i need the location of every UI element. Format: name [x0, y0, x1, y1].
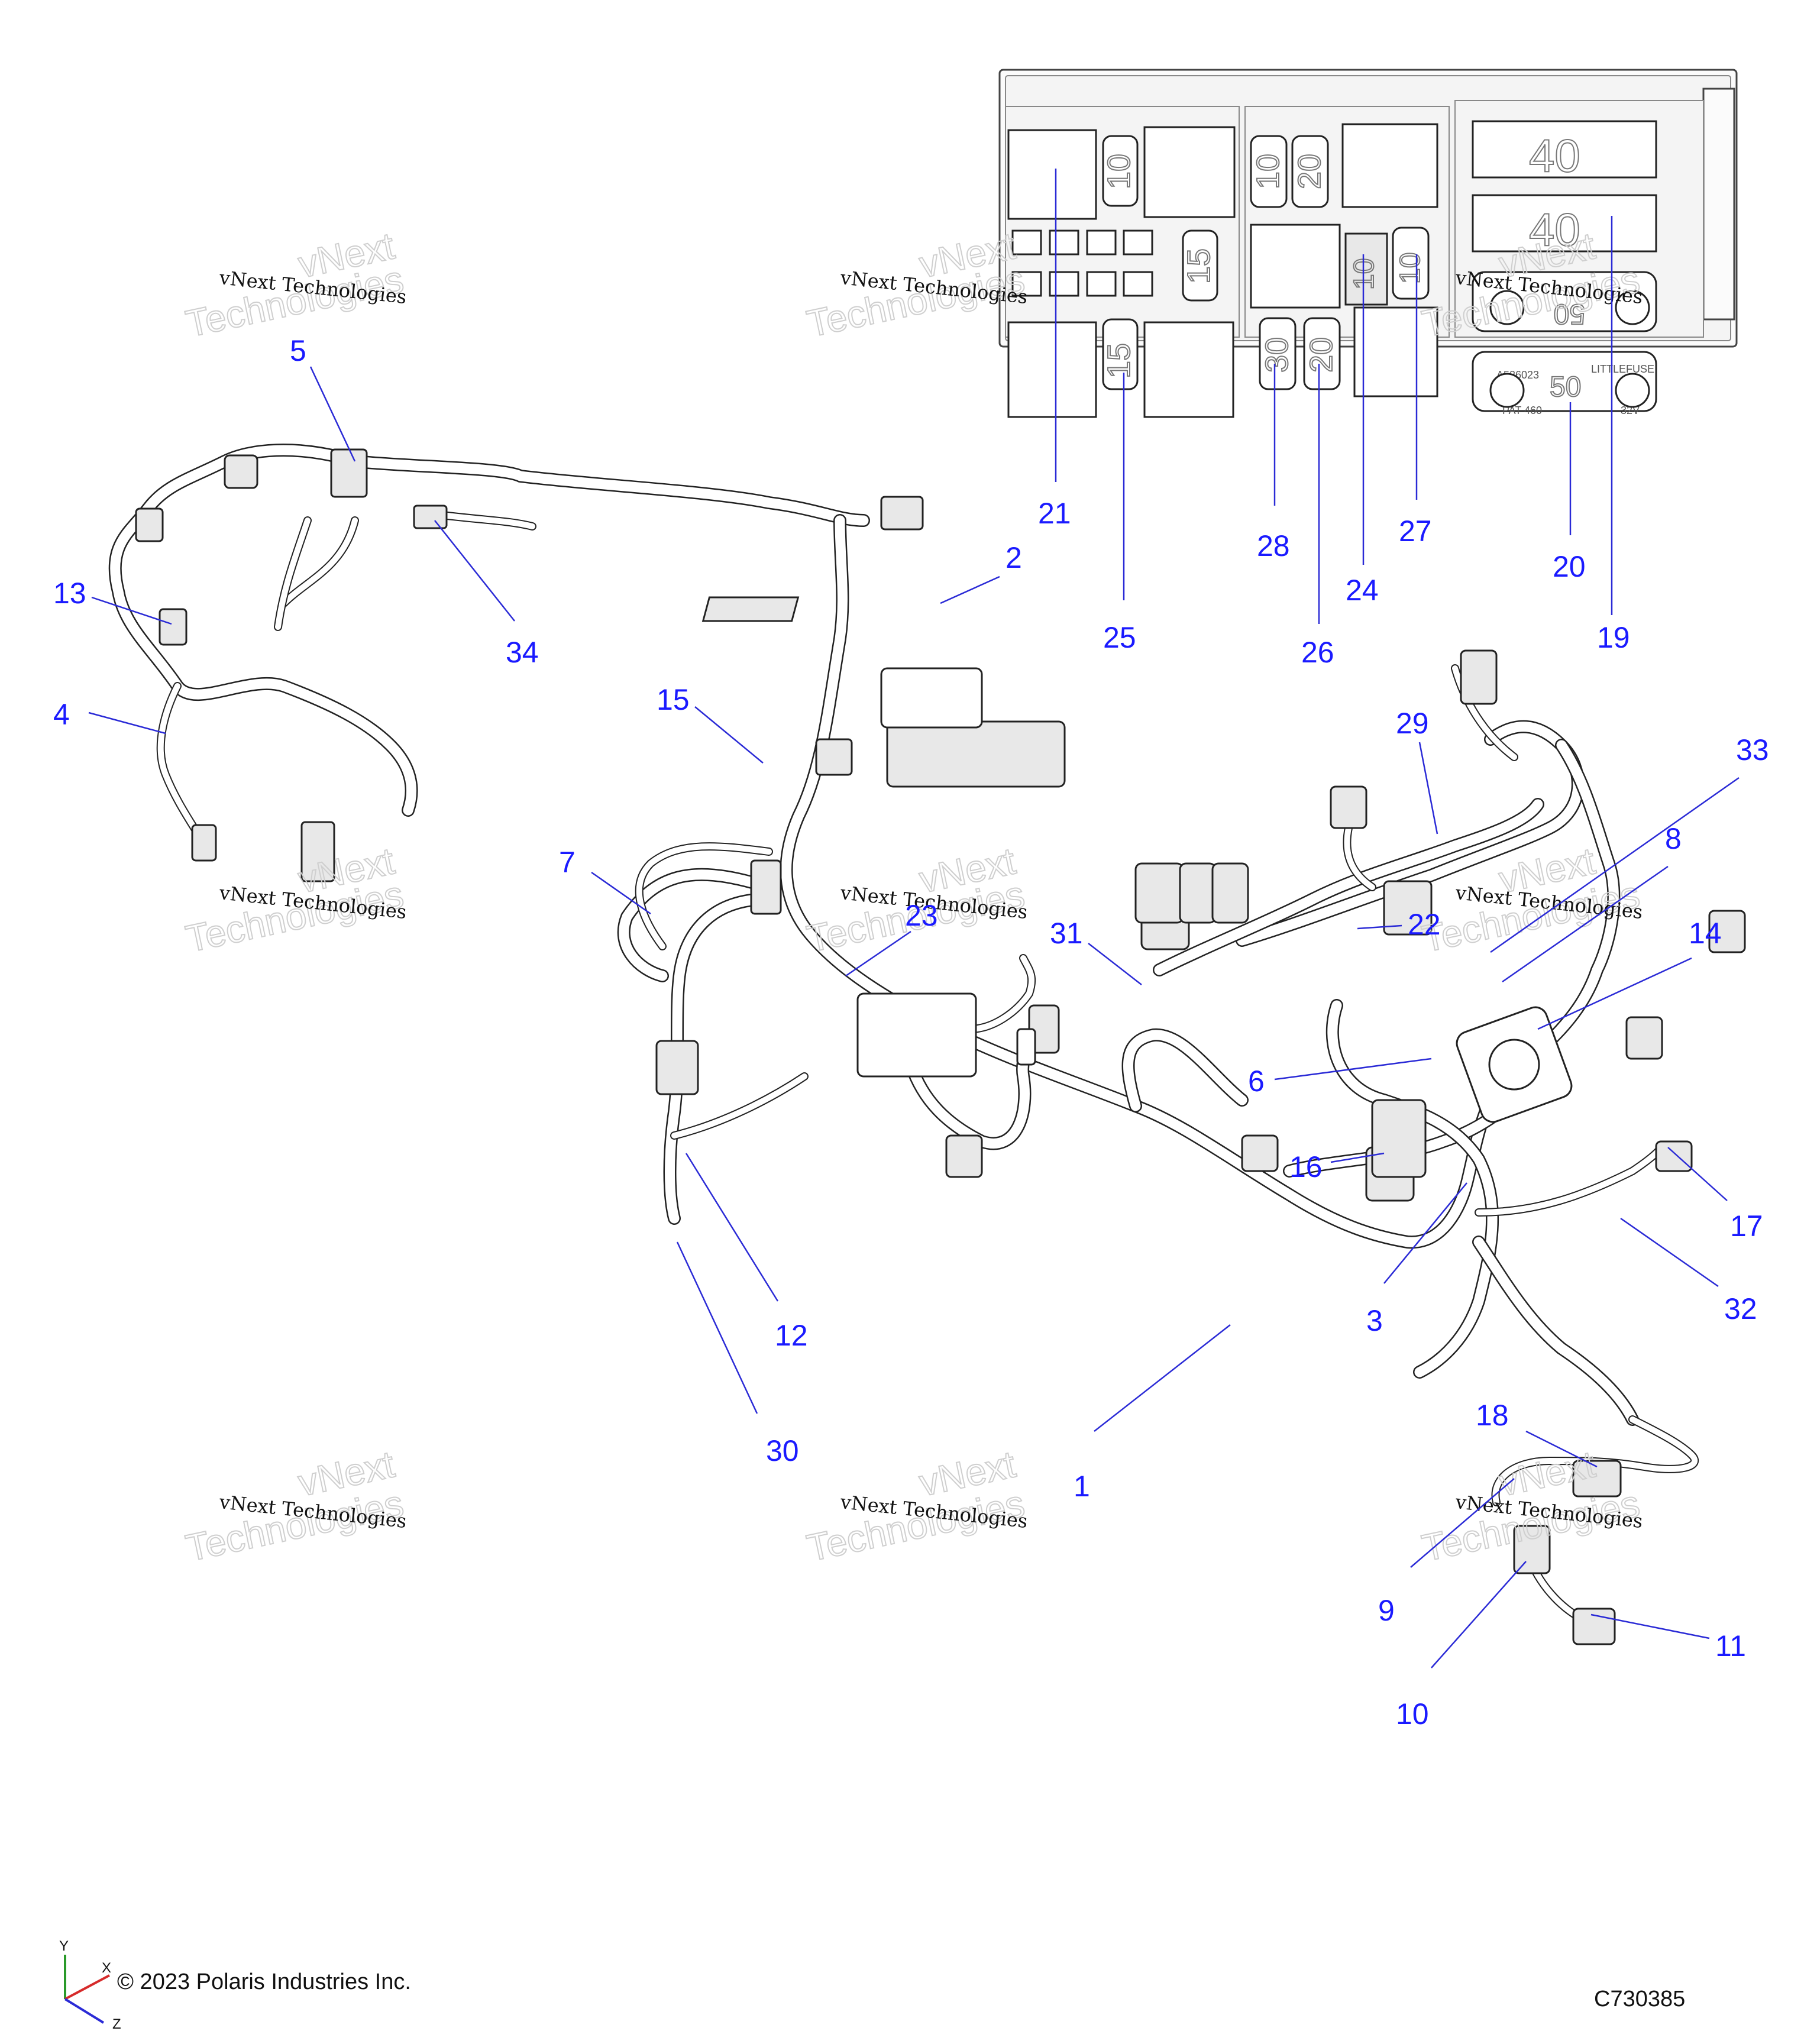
fuse-bottom-left-15: 15: [1101, 343, 1137, 379]
fuse-box-small: [856, 992, 1036, 1078]
fuse-mid-10b: 10: [1349, 258, 1380, 290]
callout-4: 4: [53, 698, 70, 731]
label-part-2: [701, 596, 800, 622]
callout-5: 5: [290, 334, 306, 367]
callout-23: 23: [905, 899, 938, 932]
axis-x-label: X: [102, 1960, 111, 1976]
fuse-maxi-50a: 50: [1554, 298, 1585, 329]
callout-3: 3: [1366, 1304, 1383, 1337]
fuse-cover-part: [880, 667, 983, 729]
callout-25: 25: [1103, 621, 1136, 654]
callout-9: 9: [1378, 1594, 1395, 1627]
fuse-box-detail: 10 15 15 10 20 10 10 30 20 40 40 50 50 A…: [998, 69, 1738, 418]
figure-code: C730385: [1594, 1987, 1685, 2011]
callout-17: 17: [1730, 1209, 1763, 1243]
watermark-7: vNext Technologies vNext Technologies: [182, 1442, 408, 1570]
callout-19: 19: [1597, 621, 1630, 654]
callout-28: 28: [1257, 529, 1290, 562]
callout-27: 27: [1399, 515, 1432, 548]
fuse-left-15: 15: [1181, 248, 1217, 284]
mini-relay-grid: [1011, 229, 1153, 297]
fuse-maxi-50b: 50: [1550, 371, 1581, 403]
callouts: 1 2 3 4 5 6 7 8 9 10 11 12 13 14 15 16 1: [53, 169, 1769, 1731]
callout-26: 26: [1301, 636, 1334, 669]
callout-10: 10: [1396, 1697, 1429, 1731]
callout-24: 24: [1346, 574, 1379, 607]
fuse-maxi-40a: 40: [1529, 130, 1580, 182]
callout-32: 32: [1724, 1292, 1757, 1325]
callout-11: 11: [1715, 1629, 1746, 1663]
fuse-mid-10a: 10: [1250, 154, 1286, 189]
fuse-mid-20a: 20: [1292, 154, 1327, 189]
callout-34: 34: [506, 636, 539, 669]
callout-29: 29: [1396, 707, 1429, 740]
upper-harness: [108, 444, 924, 882]
fuse-maxi-40b: 40: [1529, 203, 1580, 256]
fuse-maxi-50-brand: LITTLEFUSE: [1591, 363, 1654, 375]
callout-2: 2: [1006, 541, 1022, 574]
callout-20: 20: [1553, 550, 1586, 583]
axis-y-label: Y: [59, 1938, 69, 1954]
callout-13: 13: [53, 577, 86, 610]
fuse-mid-30: 30: [1259, 337, 1295, 373]
watermark-1: vNext Technologies vNext Technologies: [182, 224, 408, 345]
axis-z-label: Z: [112, 2016, 121, 2032]
callout-31: 31: [1050, 917, 1083, 950]
callout-18: 18: [1476, 1399, 1509, 1432]
callout-12: 12: [775, 1319, 808, 1352]
callout-30: 30: [766, 1434, 799, 1467]
callout-6: 6: [1248, 1065, 1265, 1098]
watermark-2: vNext Technologies vNext Technologies: [803, 224, 1029, 345]
callout-16: 16: [1289, 1150, 1323, 1183]
callout-22: 22: [1408, 908, 1441, 941]
callout-33: 33: [1736, 733, 1769, 767]
callout-21: 21: [1038, 497, 1071, 530]
axis-triad: Y X Z: [59, 1938, 121, 2032]
fuse-maxi-50-pat: PAT 460: [1502, 405, 1542, 416]
fuse-top-left-10: 10: [1101, 154, 1137, 189]
callout-14: 14: [1689, 917, 1722, 950]
callout-1: 1: [1074, 1470, 1090, 1503]
callout-15: 15: [657, 683, 690, 716]
fuse-mid-20b: 20: [1304, 337, 1339, 373]
fuse-mid-10c: 10: [1395, 253, 1426, 284]
callout-7: 7: [559, 846, 576, 879]
copyright: © 2023 Polaris Industries Inc.: [117, 1969, 411, 1994]
watermark-8: vNext Technologies vNext Technologies: [803, 1442, 1029, 1570]
